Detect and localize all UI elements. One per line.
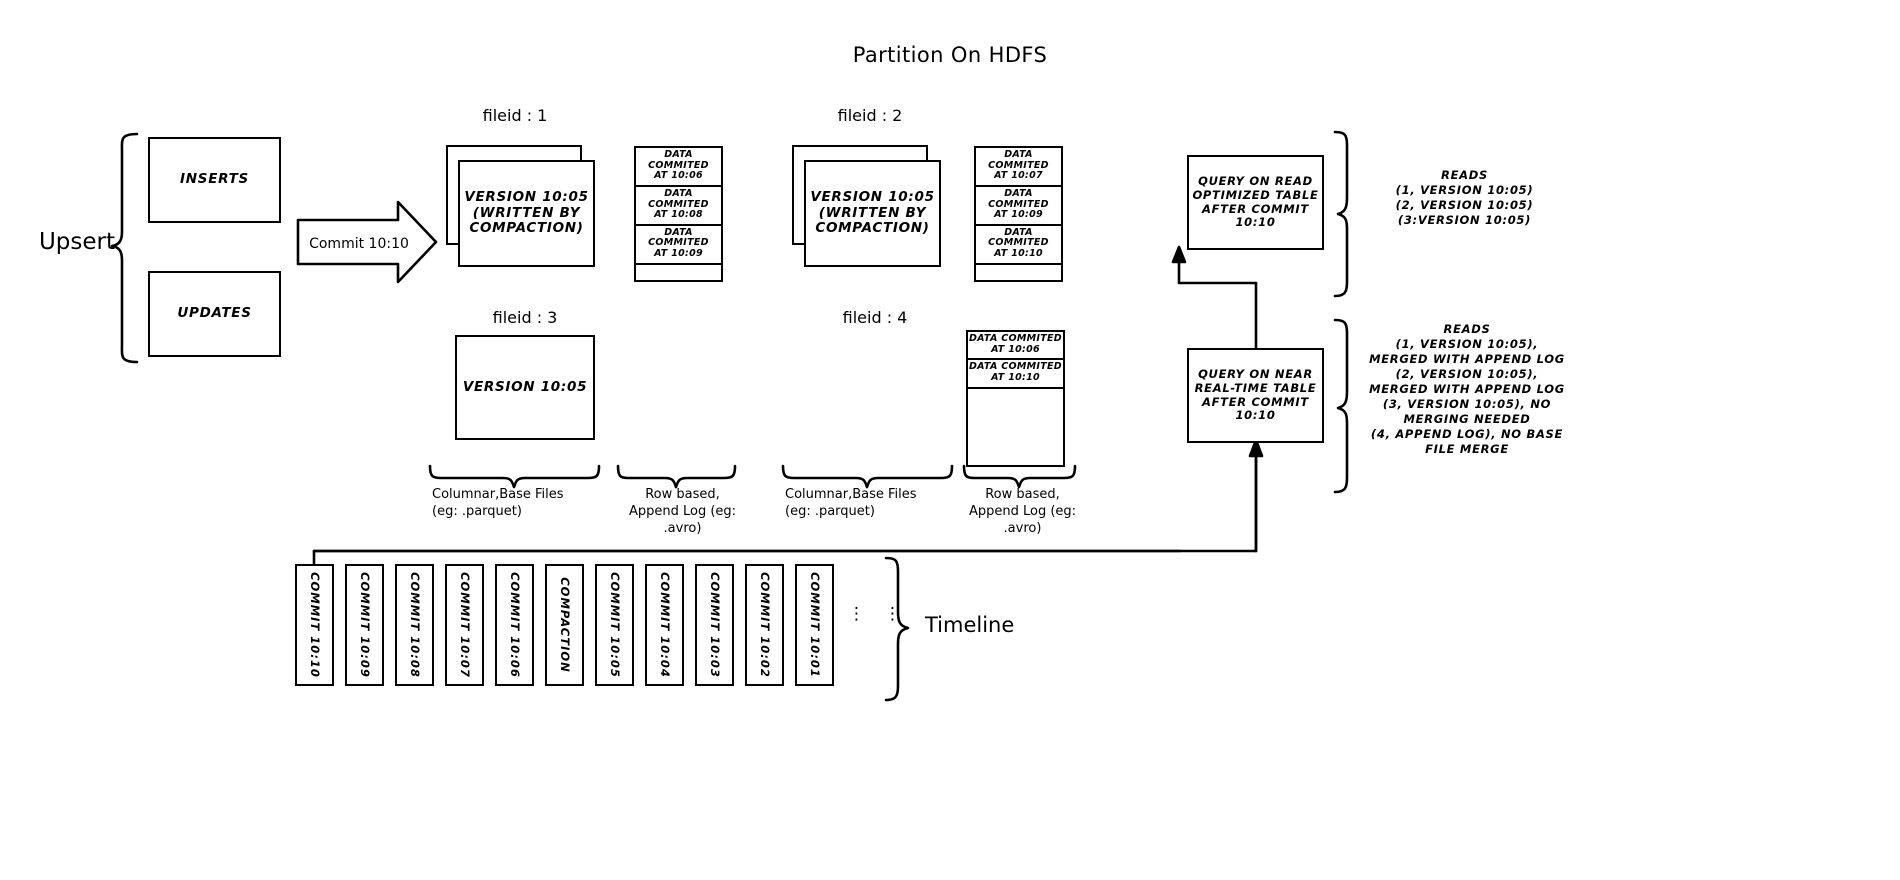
reads-near-real-time: READS(1, VERSION 10:05),MERGED WITH APPE… bbox=[1352, 322, 1582, 456]
text-content: Row based,Append Log (eg:.avro) bbox=[628, 487, 737, 537]
bracket-base-1 bbox=[428, 464, 601, 489]
reads-ro-brace bbox=[1333, 130, 1349, 298]
arrowhead-read-optimized bbox=[1171, 245, 1187, 264]
caption-row-append-log-1: Row based,Append Log (eg:.avro) bbox=[620, 486, 745, 537]
timeline-commit-label: COMMIT 10:03 bbox=[707, 572, 722, 678]
commit-arrow-shape bbox=[296, 200, 438, 284]
timeline-commit-label: COMMIT 10:05 bbox=[607, 572, 622, 678]
timeline-commit-label: COMMIT 10:06 bbox=[507, 572, 522, 678]
caption-columnar-base-files-1: Columnar,Base Files(eg: .parquet) bbox=[432, 486, 597, 520]
timeline-commit-box: COMMIT 10:10 bbox=[295, 564, 334, 686]
timeline-commit-label: COMMIT 10:10 bbox=[307, 572, 322, 678]
arrowhead-near-real-time bbox=[1248, 438, 1264, 458]
timeline-ellipsis: ⋮ bbox=[884, 604, 901, 624]
append-log-free-space bbox=[976, 265, 1061, 280]
caption-columnar-base-files-2: Columnar,Base Files(eg: .parquet) bbox=[785, 486, 950, 520]
text-content: VERSION 10:05 bbox=[462, 378, 588, 395]
fileid-3-label: fileid : 3 bbox=[492, 308, 558, 327]
timeline-commit-box: COMMIT 10:01 bbox=[795, 564, 834, 686]
timeline-commit-label: COMMIT 10:01 bbox=[807, 572, 822, 678]
timeline-commit-box: COMMIT 10:04 bbox=[645, 564, 684, 686]
text-content: Row based,Append Log (eg:.avro) bbox=[968, 487, 1077, 537]
timeline-commit-label: COMPACTION bbox=[557, 577, 572, 673]
timeline-brace bbox=[884, 556, 910, 702]
append-log-free-space bbox=[636, 265, 721, 280]
timeline-commit-box: COMMIT 10:09 bbox=[345, 564, 384, 686]
timeline-commit-label: COMMIT 10:08 bbox=[407, 572, 422, 678]
caption-row-append-log-2: Row based,Append Log (eg:.avro) bbox=[960, 486, 1085, 537]
upsert-brace bbox=[110, 132, 139, 364]
upsert-label: Upsert bbox=[38, 229, 116, 255]
timeline-commit-box: COMMIT 10:02 bbox=[745, 564, 784, 686]
timeline-commit-label: COMMIT 10:04 bbox=[657, 572, 672, 678]
text-content: Columnar,Base Files(eg: .parquet) bbox=[785, 487, 917, 520]
reads-read-optimized: READS(1, VERSION 10:05)(2, VERSION 10:05… bbox=[1352, 168, 1577, 228]
bracket-log-2 bbox=[962, 464, 1077, 489]
fileid-1-label: fileid : 1 bbox=[482, 106, 548, 125]
timeline-commit-box: COMMIT 10:03 bbox=[695, 564, 734, 686]
bracket-base-2 bbox=[781, 464, 954, 489]
bracket-log-1 bbox=[616, 464, 737, 489]
timeline-label: Timeline bbox=[925, 613, 1015, 637]
text-content: READS(1, VERSION 10:05),MERGED WITH APPE… bbox=[1369, 322, 1565, 456]
timeline-commit-box: COMMIT 10:08 bbox=[395, 564, 434, 686]
timeline-commit-box: COMMIT 10:06 bbox=[495, 564, 534, 686]
fileid-4-label: fileid : 4 bbox=[842, 308, 908, 327]
updates-box: UPDATES bbox=[148, 271, 281, 357]
timeline-commit-label: COMMIT 10:02 bbox=[757, 572, 772, 678]
reads-rt-brace bbox=[1333, 318, 1349, 494]
text-content: READS(1, VERSION 10:05)(2, VERSION 10:05… bbox=[1395, 168, 1534, 227]
fileid-3-base-file: VERSION 10:05 bbox=[455, 335, 595, 440]
timeline-commit-box: COMMIT 10:07 bbox=[445, 564, 484, 686]
inserts-box: INSERTS bbox=[148, 137, 281, 223]
timeline-commit-label: COMMIT 10:09 bbox=[357, 572, 372, 678]
fileid-2-label: fileid : 2 bbox=[837, 106, 903, 125]
timeline-ellipsis: ⋮ bbox=[848, 604, 865, 624]
page-title: Partition On HDFS bbox=[852, 43, 1048, 67]
timeline-commit-label: COMMIT 10:07 bbox=[457, 572, 472, 678]
timeline-commit-box: COMMIT 10:05 bbox=[595, 564, 634, 686]
append-log-free-space bbox=[968, 389, 1063, 466]
commit-arrow-label: Commit 10:10 bbox=[309, 236, 409, 252]
timeline-commit-box: COMPACTION bbox=[545, 564, 584, 686]
text-content: Columnar,Base Files(eg: .parquet) bbox=[432, 487, 564, 520]
